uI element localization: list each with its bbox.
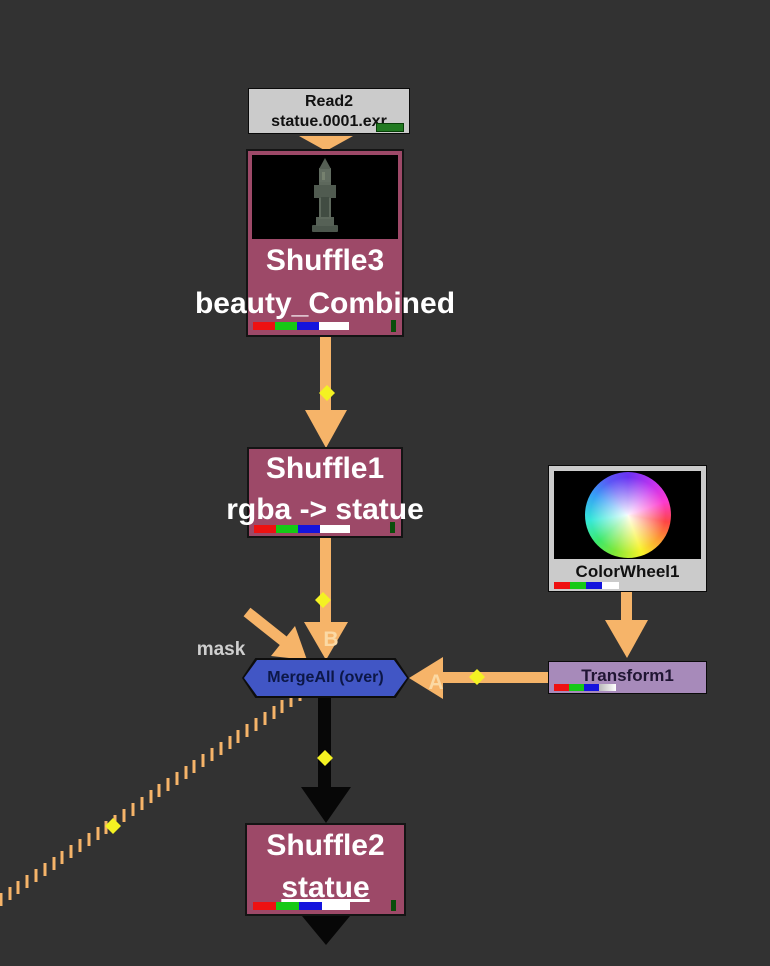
channel-bars <box>554 582 619 589</box>
channel-green <box>276 902 299 910</box>
mergeall-body: MergeAll (over) <box>244 660 407 696</box>
shuffle3-thumbnail <box>252 155 398 239</box>
node-indicator <box>390 522 395 533</box>
wire-shuffle3-shuffle1[interactable] <box>320 336 331 413</box>
channel-bars <box>253 902 350 910</box>
shuffle2-title: Shuffle2 <box>266 829 385 862</box>
shuffle1-title: Shuffle1 <box>265 452 385 485</box>
node-shuffle3[interactable]: Shuffle3 beauty_Combined <box>195 149 455 337</box>
wire-mask-arrowhead[interactable] <box>271 626 307 660</box>
channel-blue <box>299 902 322 910</box>
channel-red <box>554 684 569 691</box>
wire-merge-b-arrowhead[interactable] <box>304 622 348 660</box>
statue-thumbnail-graphic <box>312 158 338 232</box>
channel-alpha <box>319 322 349 330</box>
wire-shuffle2-output-arrowhead[interactable] <box>302 916 350 945</box>
channel-red <box>554 582 570 589</box>
frame-marker-diamond <box>319 385 335 401</box>
channel-green <box>569 684 584 691</box>
wire-read2-shuffle3-arrowhead[interactable] <box>299 136 353 151</box>
channel-alpha <box>320 525 350 533</box>
shuffle3-title: Shuffle3 <box>265 244 385 277</box>
cache-indicator <box>376 123 404 132</box>
channel-green <box>276 525 298 533</box>
frame-marker-diamond <box>317 750 333 766</box>
shuffle3-label: beauty_Combined <box>194 287 456 320</box>
channel-red <box>253 322 275 330</box>
read2-title: Read2 <box>304 93 354 110</box>
shuffle2-label: statue <box>281 871 370 904</box>
channel-blue <box>586 582 602 589</box>
wire-transform-merge-a[interactable] <box>443 672 548 683</box>
channel-green <box>570 582 586 589</box>
b-input-label: B <box>323 628 338 651</box>
frame-marker-diamond <box>469 669 485 685</box>
wire-colorwheel-transform[interactable] <box>621 592 632 626</box>
wire-shuffle3-shuffle1-arrowhead[interactable] <box>305 410 347 448</box>
channel-alpha <box>602 582 619 589</box>
node-mergeall[interactable]: MergeAll (over) <box>242 658 409 698</box>
wire-merge-shuffle2-arrowhead[interactable] <box>301 787 351 823</box>
channel-bars <box>554 684 616 691</box>
wire-shuffle1-merge-b[interactable] <box>320 537 331 623</box>
frame-marker-diamond <box>105 818 121 834</box>
a-input-label: A <box>428 671 443 694</box>
node-read2[interactable]: Read2 statue.0001.exr <box>248 88 410 134</box>
node-transform1[interactable]: Transform1 <box>548 661 707 694</box>
node-shuffle1[interactable]: Shuffle1 rgba -> statue <box>226 447 424 538</box>
read2-filename: statue.0001.exr <box>271 113 387 130</box>
colorwheel-graphic <box>584 472 671 558</box>
channel-blue <box>298 525 320 533</box>
frame-marker-diamond <box>315 592 331 608</box>
node-shuffle2[interactable]: Shuffle2 statue <box>245 823 406 916</box>
mergeall-title: MergeAll (over) <box>267 669 384 686</box>
channel-blue <box>297 322 319 330</box>
wire-mask-input[interactable] <box>243 607 290 648</box>
channel-red <box>254 525 276 533</box>
colorwheel1-title: ColorWheel1 <box>575 562 680 581</box>
channel-blue <box>584 684 599 691</box>
mask-input-label: mask <box>197 639 246 660</box>
node-colorwheel1[interactable]: ColorWheel1 <box>548 465 707 592</box>
channel-red <box>253 902 276 910</box>
channel-green <box>275 322 297 330</box>
channel-bars <box>253 322 349 330</box>
wire-merge-shuffle2[interactable] <box>318 696 331 789</box>
channel-alpha <box>599 684 616 691</box>
channel-alpha <box>322 902 350 910</box>
wire-colorwheel-transform-arrowhead[interactable] <box>605 620 648 658</box>
channel-bars <box>254 525 350 533</box>
transform1-title: Transform1 <box>581 666 674 685</box>
node-indicator <box>391 320 396 332</box>
colorwheel-thumbnail <box>554 471 701 559</box>
shuffle1-label: rgba -> statue <box>226 493 424 526</box>
wire-merge-a-arrowhead[interactable] <box>409 657 443 699</box>
node-indicator <box>391 900 396 911</box>
